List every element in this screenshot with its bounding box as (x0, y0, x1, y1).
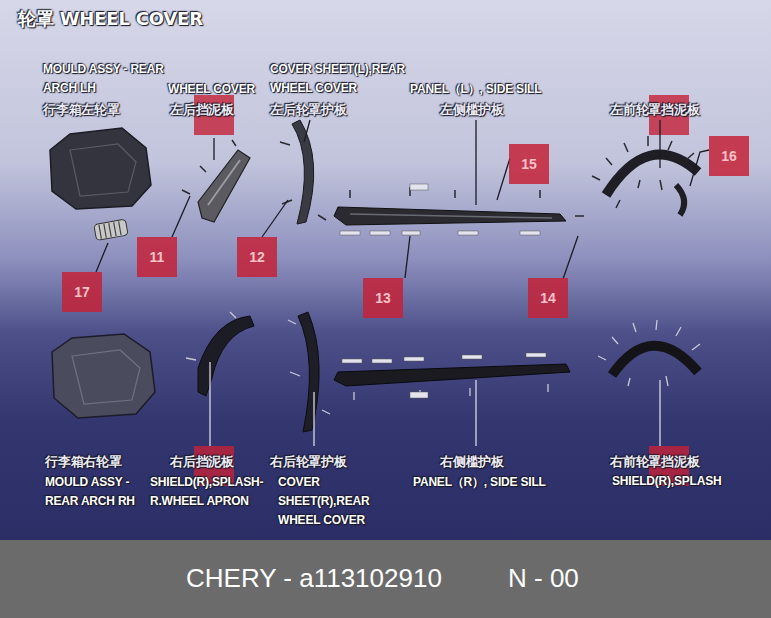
cover-sheet-lh (292, 120, 314, 224)
leader-lines (96, 120, 709, 279)
fender-flap-lh (676, 185, 684, 215)
side-sill-lh (334, 207, 566, 225)
callout-number: 17 (74, 284, 90, 300)
callout-box: 13 (363, 278, 403, 318)
diagram-title: 轮罩 WHEEL COVER (18, 8, 203, 30)
callout-number: 14 (540, 290, 556, 306)
hardware (340, 184, 540, 235)
rear-arch-rh (52, 334, 155, 418)
code-text: N - 00 (508, 563, 579, 593)
part-name: PANEL（R）, SIDE SILL (413, 473, 546, 492)
screws (186, 312, 700, 414)
callout-box: 15 (509, 144, 549, 184)
part-name: PANEL（L）, SIDE SILL (410, 80, 541, 99)
fender-lh (606, 155, 698, 195)
cover-sheet-rh (298, 312, 319, 432)
callout-number: 15 (521, 156, 537, 172)
part-name-cn: 行李箱右轮罩 (45, 452, 122, 471)
part-name-cn: 右后挡泥板 (170, 452, 234, 471)
rear-arch-detail (70, 144, 136, 196)
callout-box: 14 (528, 278, 568, 318)
clip-part (94, 219, 128, 240)
wheel-cover-lh (198, 150, 250, 222)
part-name-cn: 左前轮罩挡泥板 (610, 100, 700, 119)
part-name: COVER SHEET(R),REAR WHEEL COVER (278, 473, 386, 530)
part-name: SHIELD(R),SPLASH (612, 472, 721, 491)
part-name: MOULD ASSY - REAR ARCH RH (45, 473, 149, 511)
part-name-cn: 左侧槛护板 (440, 100, 504, 119)
part-name: WHEEL COVER (168, 80, 255, 99)
callout-box: 16 (709, 136, 749, 176)
wheel-apron-rh (198, 316, 254, 396)
side-sill-rh (334, 364, 570, 386)
callout-box: 11 (137, 237, 177, 277)
caption-text: CHERY - a113102910 (186, 563, 442, 593)
part-name-cn: 右后轮罩护板 (270, 452, 347, 471)
side-sill-edge (350, 214, 552, 218)
callout-number: 13 (375, 290, 391, 306)
clip-ribs (99, 221, 121, 238)
part-name-cn: 右前轮罩挡泥板 (610, 452, 700, 471)
callout-box: 12 (237, 237, 277, 277)
callout-number: 12 (249, 249, 265, 265)
part-name: COVER SHEET(L),REAR WHEEL COVER (270, 60, 428, 98)
callout-box: 17 (62, 272, 102, 312)
leader-lines (210, 362, 660, 446)
part-name: SHIELD(R),SPLASH-R.WHEEL APRON (150, 473, 274, 511)
callout-number: 16 (721, 148, 737, 164)
hardware (342, 353, 546, 398)
part-name-cn: 左后挡泥板 (170, 100, 234, 119)
part-name-cn: 行李箱左轮罩 (43, 100, 120, 119)
part-name-cn: 右侧槛护板 (440, 452, 504, 471)
rear-arch-detail (72, 350, 140, 404)
clip-body (94, 219, 128, 240)
rear-arch-lh (50, 128, 151, 209)
callout-number: 11 (150, 249, 165, 265)
fender-rh (612, 346, 698, 375)
screws (182, 136, 694, 220)
part-name: MOULD ASSY - REAR ARCH LH (43, 60, 175, 98)
part-name-cn: 左后轮罩护板 (270, 100, 347, 119)
wheel-cover-edge (208, 160, 240, 205)
